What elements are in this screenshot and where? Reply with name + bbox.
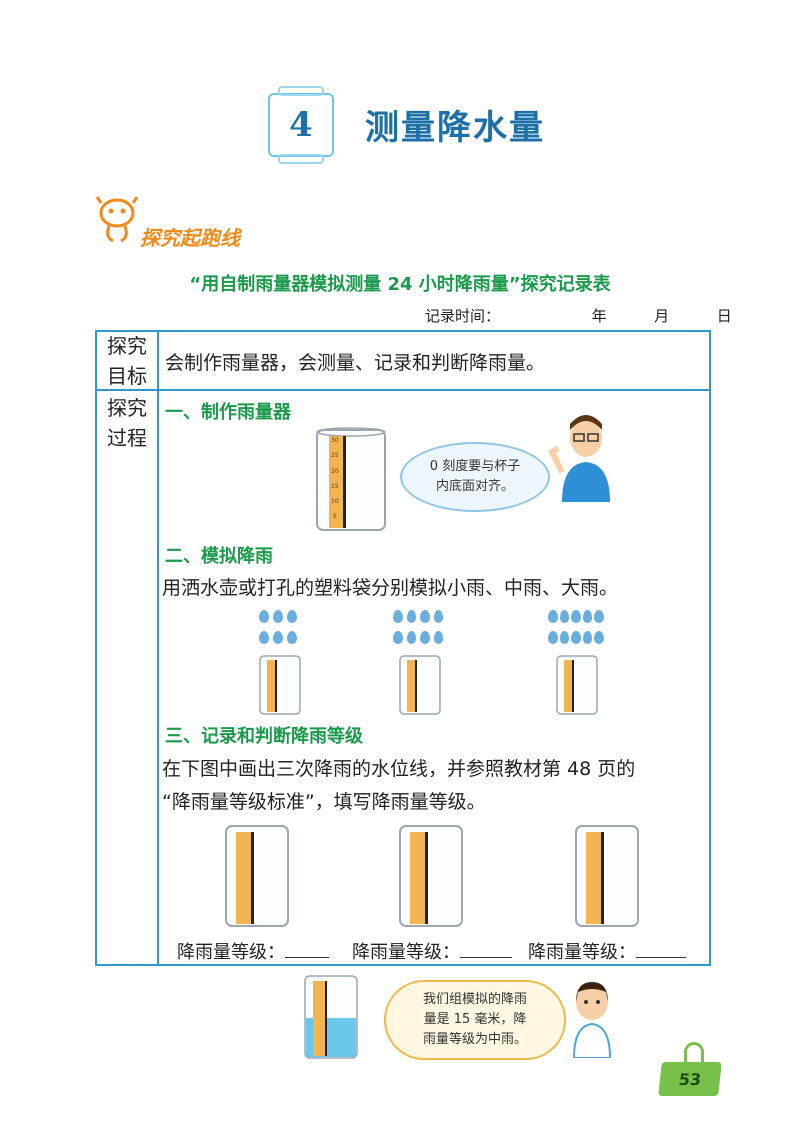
record-time-label: 记录时间： — [425, 307, 501, 325]
drop-icon — [420, 610, 430, 623]
step-3-title: 三、记录和判断降雨等级 — [165, 726, 363, 747]
rain-level-label-3: 降雨量等级： — [528, 942, 636, 963]
small-gauge-heavy — [556, 655, 598, 715]
girl-bubble-line2: 量是 15 毫米，降 — [423, 1012, 527, 1027]
step-1-title: 一、制作雨量器 — [165, 402, 291, 423]
drop-icon — [287, 631, 297, 644]
girl-speech-bubble: 我们组模拟的降雨 量是 15 毫米，降 雨量等级为中雨。 — [384, 980, 566, 1060]
step-3-text-line1: 在下图中画出三次降雨的水位线，并参照教材第 48 页的 — [162, 758, 636, 780]
drop-icon — [273, 610, 283, 623]
chapter-title: 测量降水量 — [365, 108, 545, 148]
page-number: 53 — [658, 1062, 722, 1096]
girl-bubble-line3: 雨量等级为中雨。 — [422, 1032, 527, 1047]
drop-icon — [287, 610, 297, 623]
drop-icon — [571, 610, 581, 623]
drop-icon — [559, 631, 570, 644]
table-divider-horizontal — [95, 389, 711, 391]
goal-header: 探究 目标 — [97, 331, 157, 391]
drop-icon — [433, 631, 443, 644]
drop-icon — [433, 610, 443, 623]
table-title: “用自制雨量器模拟测量 24 小时降雨量”探究记录表 — [189, 274, 611, 295]
process-header: 探究 过程 — [97, 393, 157, 453]
heavy-rain-drops — [548, 610, 604, 644]
section-label: 探究起跑线 — [140, 226, 240, 250]
goal-text: 会制作雨量器，会测量、记录和判断降雨量。 — [165, 352, 546, 374]
rain-level-label-1: 降雨量等级： — [177, 942, 285, 963]
tick-20: 20 — [331, 468, 339, 475]
drop-icon — [420, 631, 430, 644]
page-number-handle-icon — [684, 1042, 704, 1065]
tick-25: 25 — [331, 452, 339, 459]
table-divider-vertical — [157, 330, 159, 966]
girl-character-icon — [572, 982, 612, 1058]
step-2-title: 二、模拟降雨 — [165, 546, 273, 567]
drop-icon — [559, 610, 570, 623]
drop-icon — [259, 610, 269, 623]
record-gauge-3 — [575, 825, 639, 927]
record-gauge-1 — [225, 825, 289, 927]
goal-header-line2: 目标 — [107, 364, 147, 388]
teacher-speech-bubble: 0 刻度要与杯子 内底面对齐。 — [400, 442, 550, 512]
rain-level-field-3[interactable]: 降雨量等级： — [528, 938, 686, 964]
girl-bubble-line1: 我们组模拟的降雨 — [422, 992, 527, 1007]
record-year: 年 — [591, 307, 607, 325]
record-month: 月 — [654, 307, 670, 325]
moderate-rain-drops — [393, 610, 443, 644]
cow-mascot-icon — [95, 196, 139, 243]
step-3-text-line2: “降雨量等级标准”，填写降雨量等级。 — [162, 791, 486, 813]
drop-icon — [582, 610, 593, 623]
tick-15: 15 — [331, 483, 339, 490]
drop-icon — [406, 610, 416, 623]
rain-level-field-1[interactable]: 降雨量等级： — [177, 938, 329, 964]
small-gauge-light — [259, 655, 301, 715]
record-day: 日 — [716, 307, 732, 325]
chapter-number: 4 — [289, 105, 313, 145]
chapter-number-box: 4 — [268, 86, 334, 164]
light-rain-drops — [253, 610, 303, 644]
drop-icon — [594, 610, 604, 623]
rain-gauge-illustration: 30 25 20 15 10 5 — [316, 427, 386, 531]
teacher-bubble-line2: 内底面对齐。 — [435, 479, 514, 494]
drop-icon — [571, 631, 581, 644]
drop-icon — [594, 631, 604, 644]
drop-icon — [259, 631, 269, 644]
process-header-line2: 过程 — [107, 426, 147, 450]
drop-icon — [393, 631, 403, 644]
step-2-text: 用洒水壶或打孔的塑料袋分别模拟小雨、中雨、大雨。 — [162, 577, 619, 599]
teacher-character-icon — [548, 415, 610, 502]
drop-icon — [406, 631, 416, 644]
record-table — [95, 330, 711, 966]
small-gauge-moderate — [399, 655, 441, 715]
example-gauge-filled — [304, 975, 358, 1059]
tick-5: 5 — [333, 513, 337, 520]
drop-icon — [548, 631, 558, 644]
tick-10: 10 — [331, 498, 339, 505]
rain-level-label-2: 降雨量等级： — [352, 942, 460, 963]
teacher-bubble-line1: 0 刻度要与杯子 — [429, 459, 521, 474]
record-time: 记录时间： 年 月 日 — [425, 305, 732, 326]
drop-icon — [582, 631, 593, 644]
tick-30: 30 — [331, 437, 339, 444]
rain-level-field-2[interactable]: 降雨量等级： — [352, 938, 512, 964]
record-gauge-2 — [399, 825, 463, 927]
drop-icon — [273, 631, 283, 644]
drop-icon — [548, 610, 558, 623]
goal-header-line1: 探究 — [107, 334, 147, 358]
drop-icon — [393, 610, 403, 623]
process-header-line1: 探究 — [107, 396, 147, 420]
